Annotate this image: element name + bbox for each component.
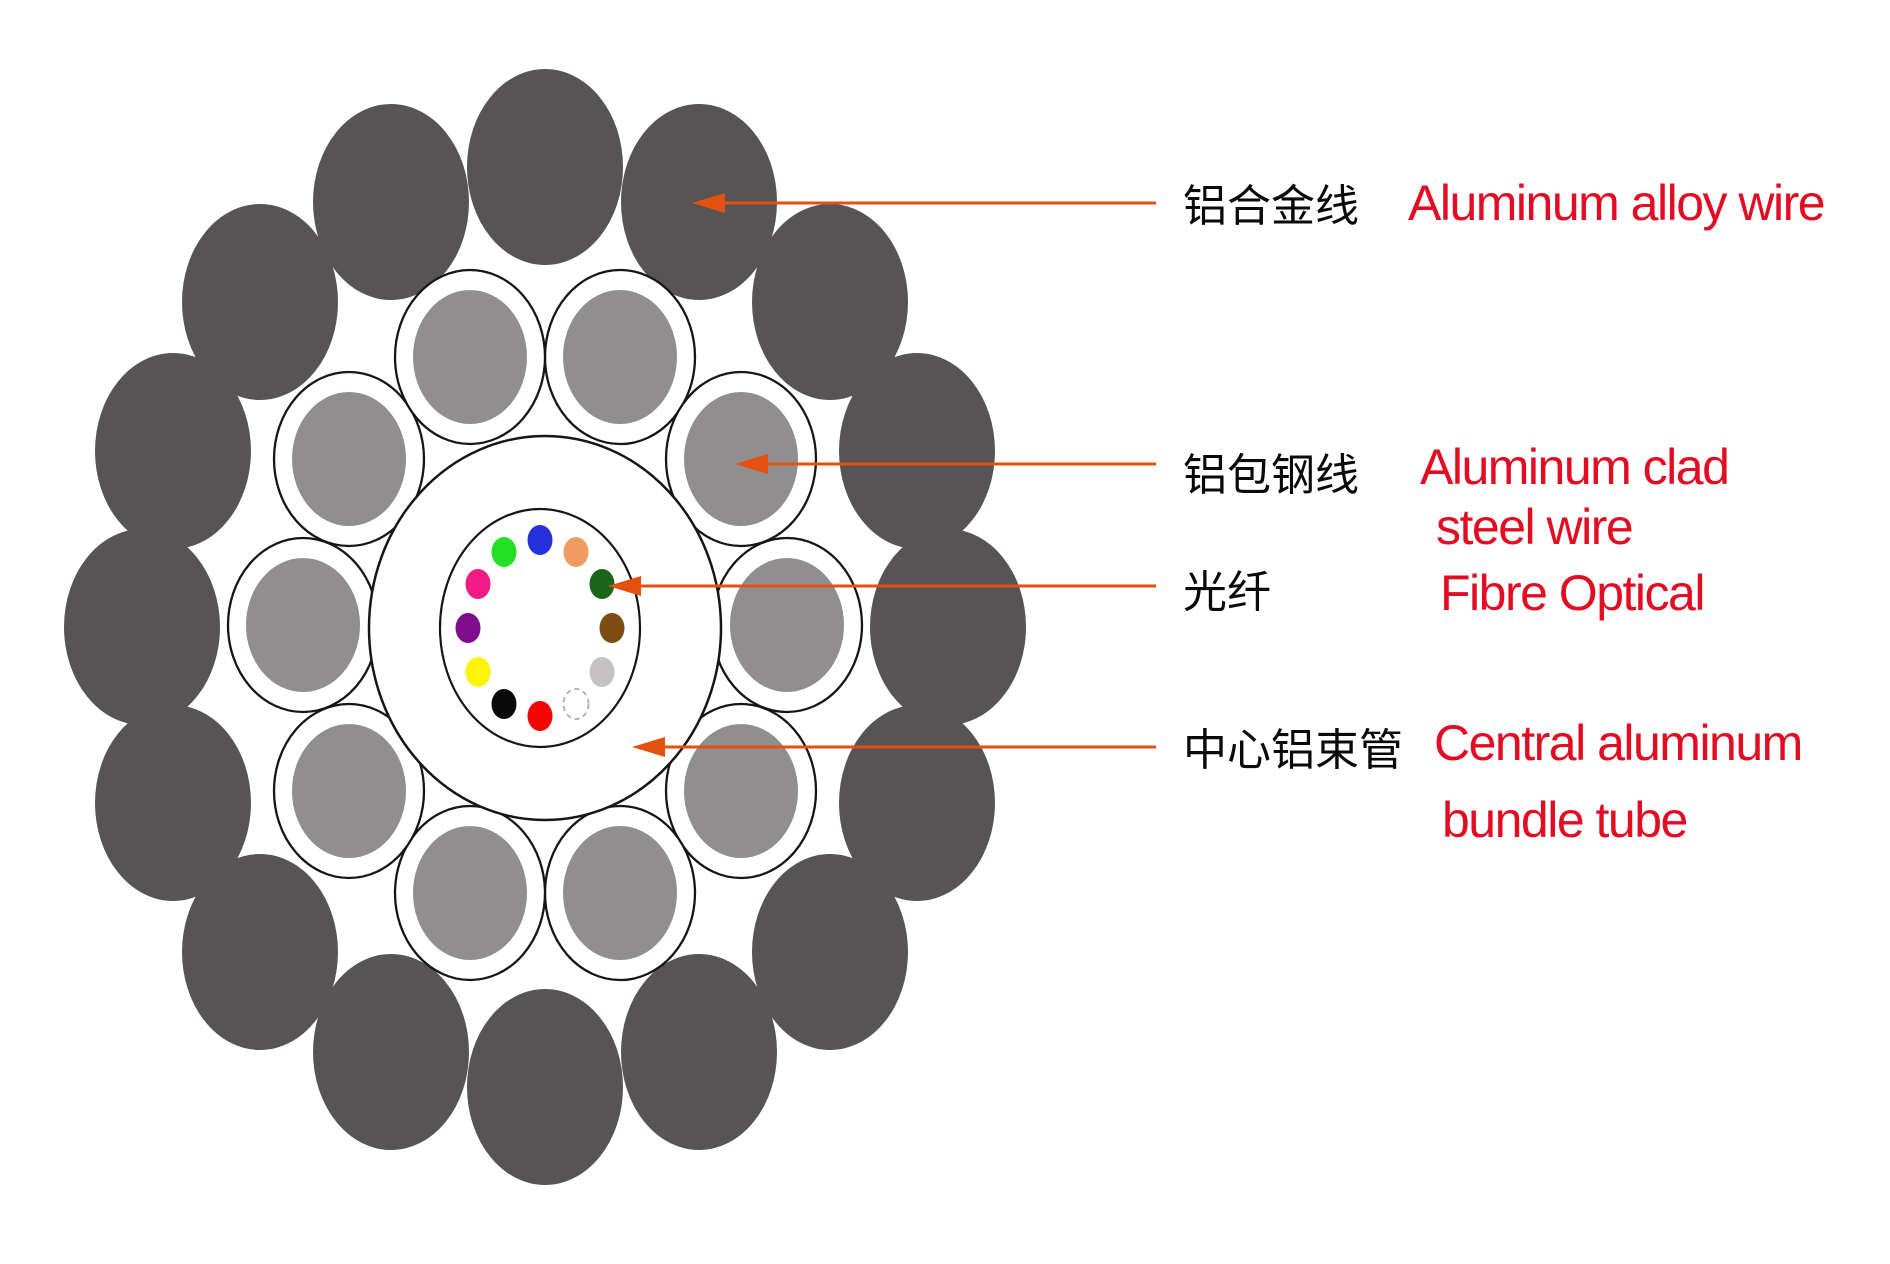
- label-en-central-bundle-line2: bundle tube: [1442, 792, 1687, 848]
- fiber-dot-blue: [527, 525, 553, 555]
- aluminum-alloy-wire-strand: [467, 989, 623, 1185]
- label-en-aluminum-alloy-wire: Aluminum alloy wire: [1408, 175, 1824, 231]
- arrow-aluminum-clad-steel-wire: [735, 454, 1156, 474]
- aluminum-clad-steel-strand: [393, 268, 547, 446]
- fiber-dot-red: [527, 701, 553, 731]
- label-cn-aluminum-alloy-wire: 铝合金线: [1183, 182, 1359, 231]
- label-en-central-bundle-line1: Central aluminum: [1434, 715, 1802, 771]
- clad-strand-core: [413, 826, 527, 960]
- clad-strand-core: [563, 826, 677, 960]
- aluminum-clad-steel-strand: [664, 370, 818, 548]
- fiber-dots: [455, 525, 625, 731]
- aluminum-alloy-wire-strand: [752, 204, 908, 400]
- clad-strand-core: [684, 724, 798, 858]
- aluminum-alloy-wire-strand: [621, 954, 777, 1150]
- aluminum-alloy-wire-strand: [313, 954, 469, 1150]
- clad-strand-core: [684, 392, 798, 526]
- label-cn-fibre-optical: 光纤: [1183, 568, 1271, 617]
- aluminum-clad-steel-strand: [272, 370, 426, 548]
- fiber-dot-yellow: [465, 657, 491, 687]
- aluminum-clad-steel-strand: [543, 268, 697, 446]
- aluminum-alloy-wire-strand: [870, 529, 1026, 725]
- aluminum-alloy-wire-strand: [839, 353, 995, 549]
- arrowhead: [735, 454, 768, 474]
- clad-strand-core: [730, 558, 844, 692]
- aluminum-alloy-wire-strand: [467, 69, 623, 265]
- arrowhead: [608, 576, 641, 596]
- aluminum-alloy-wire-strand: [313, 104, 469, 300]
- fiber-dot-green: [491, 537, 517, 567]
- aluminum-alloy-wire-strand: [95, 353, 251, 549]
- clad-strand-core: [413, 290, 527, 424]
- fiber-dot-black: [491, 689, 517, 719]
- fiber-dot-magenta: [465, 569, 491, 599]
- aluminum-alloy-wire-strand: [182, 854, 338, 1050]
- label-en-aluminum-clad-line1: Aluminum clad: [1420, 439, 1728, 495]
- aluminum-alloy-wire-strand: [752, 854, 908, 1050]
- aluminum-alloy-wire-strand: [839, 705, 995, 901]
- arrow-central-bundle-tube: [632, 737, 1156, 757]
- arrow-fibre-optical: [608, 576, 1156, 596]
- clad-strand-core: [292, 724, 406, 858]
- arrow-aluminum-alloy-wire: [692, 193, 1156, 213]
- label-en-fibre-optical: Fibre Optical: [1440, 565, 1704, 621]
- fiber-dot-orange: [563, 537, 589, 567]
- fiber-tube-ring: [438, 507, 642, 749]
- clad-strand-core: [246, 558, 360, 692]
- fiber-dot-brown: [599, 613, 625, 643]
- aluminum-clad-steel-strand: [272, 702, 426, 880]
- aluminum-clad-steel-strand: [393, 804, 547, 982]
- labels: 铝合金线 Aluminum alloy wire 铝包钢线 Aluminum c…: [1183, 175, 1826, 848]
- aluminum-clad-steel-strand: [710, 536, 864, 714]
- fiber-dot-silver: [589, 657, 615, 687]
- label-cn-central-bundle-tube: 中心铝束管: [1183, 726, 1403, 775]
- aluminum-alloy-wire-strand: [182, 204, 338, 400]
- aluminum-clad-steel-strand: [543, 804, 697, 982]
- aluminum-alloy-wire-layer: [64, 69, 1026, 1185]
- label-cn-aluminum-clad-steel-wire: 铝包钢线: [1183, 451, 1359, 500]
- aluminum-clad-steel-layer: [226, 268, 864, 982]
- arrowhead: [632, 737, 665, 757]
- label-en-aluminum-clad-line2: steel wire: [1436, 499, 1632, 555]
- fiber-dot-purple: [455, 613, 481, 643]
- clad-strand-core: [563, 290, 677, 424]
- clad-strand-core: [292, 392, 406, 526]
- fiber-dot-dark-green: [589, 569, 615, 599]
- aluminum-clad-steel-strand: [226, 536, 380, 714]
- aluminum-alloy-wire-strand: [95, 705, 251, 901]
- arrowhead: [692, 193, 725, 213]
- aluminum-alloy-wire-strand: [64, 529, 220, 725]
- fiber-dot-white: [562, 688, 590, 720]
